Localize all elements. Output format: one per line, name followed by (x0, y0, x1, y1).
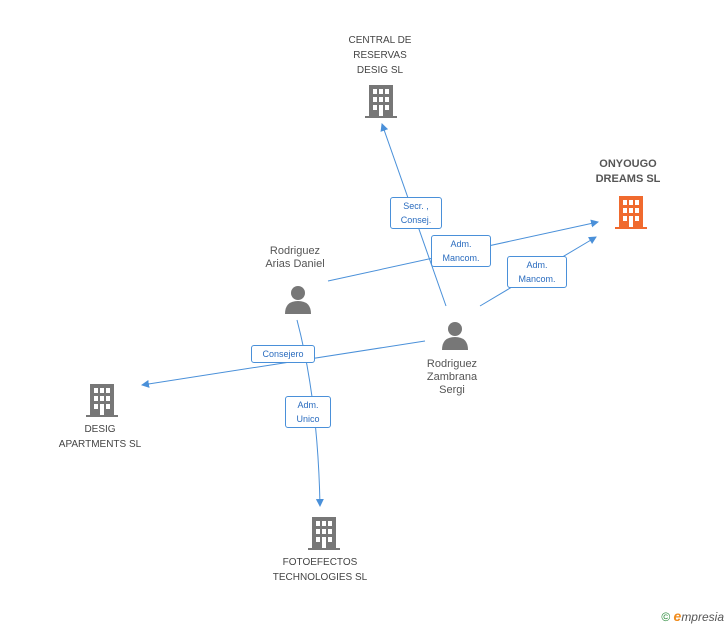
edge-tag-secr-consej: Secr. , Consej. (390, 197, 442, 229)
person-icon (442, 322, 468, 350)
person-icon (285, 286, 311, 314)
edge-tag-adm-unico: Adm. Unico (285, 396, 331, 428)
rodriguez-zambrana-label: Rodriguez Zambrana Sergi (426, 358, 478, 396)
fotoefectos-label: FOTOEFECTOS TECHNOLOGIES SL (272, 557, 368, 583)
brand-e: e (673, 608, 682, 624)
building-icon (365, 85, 397, 118)
brand-name: mpresia (681, 610, 724, 624)
copyright-symbol: © (661, 610, 671, 624)
desig-apartments-label: DESIG APARTMENTS SL (58, 424, 142, 450)
building-icon (615, 196, 647, 229)
rodriguez-arias-label: Rodriguez Arias Daniel (265, 245, 325, 270)
building-icon (308, 517, 340, 550)
edge-tag-adm-mancom: Adm. Mancom. (507, 256, 567, 288)
central-reservas-label: CENTRAL DE RESERVAS DESIG SL (348, 35, 412, 76)
empresia-watermark: © empresia (661, 608, 724, 624)
edge-tag-adm-mancom: Adm. Mancom. (431, 235, 491, 267)
edge-tag-consejero: Consejero (251, 345, 315, 363)
building-icon (86, 384, 118, 417)
edge-zambrana-desig (141, 340, 426, 388)
onyougo-label: ONYOUGO DREAMS SL (595, 158, 661, 185)
